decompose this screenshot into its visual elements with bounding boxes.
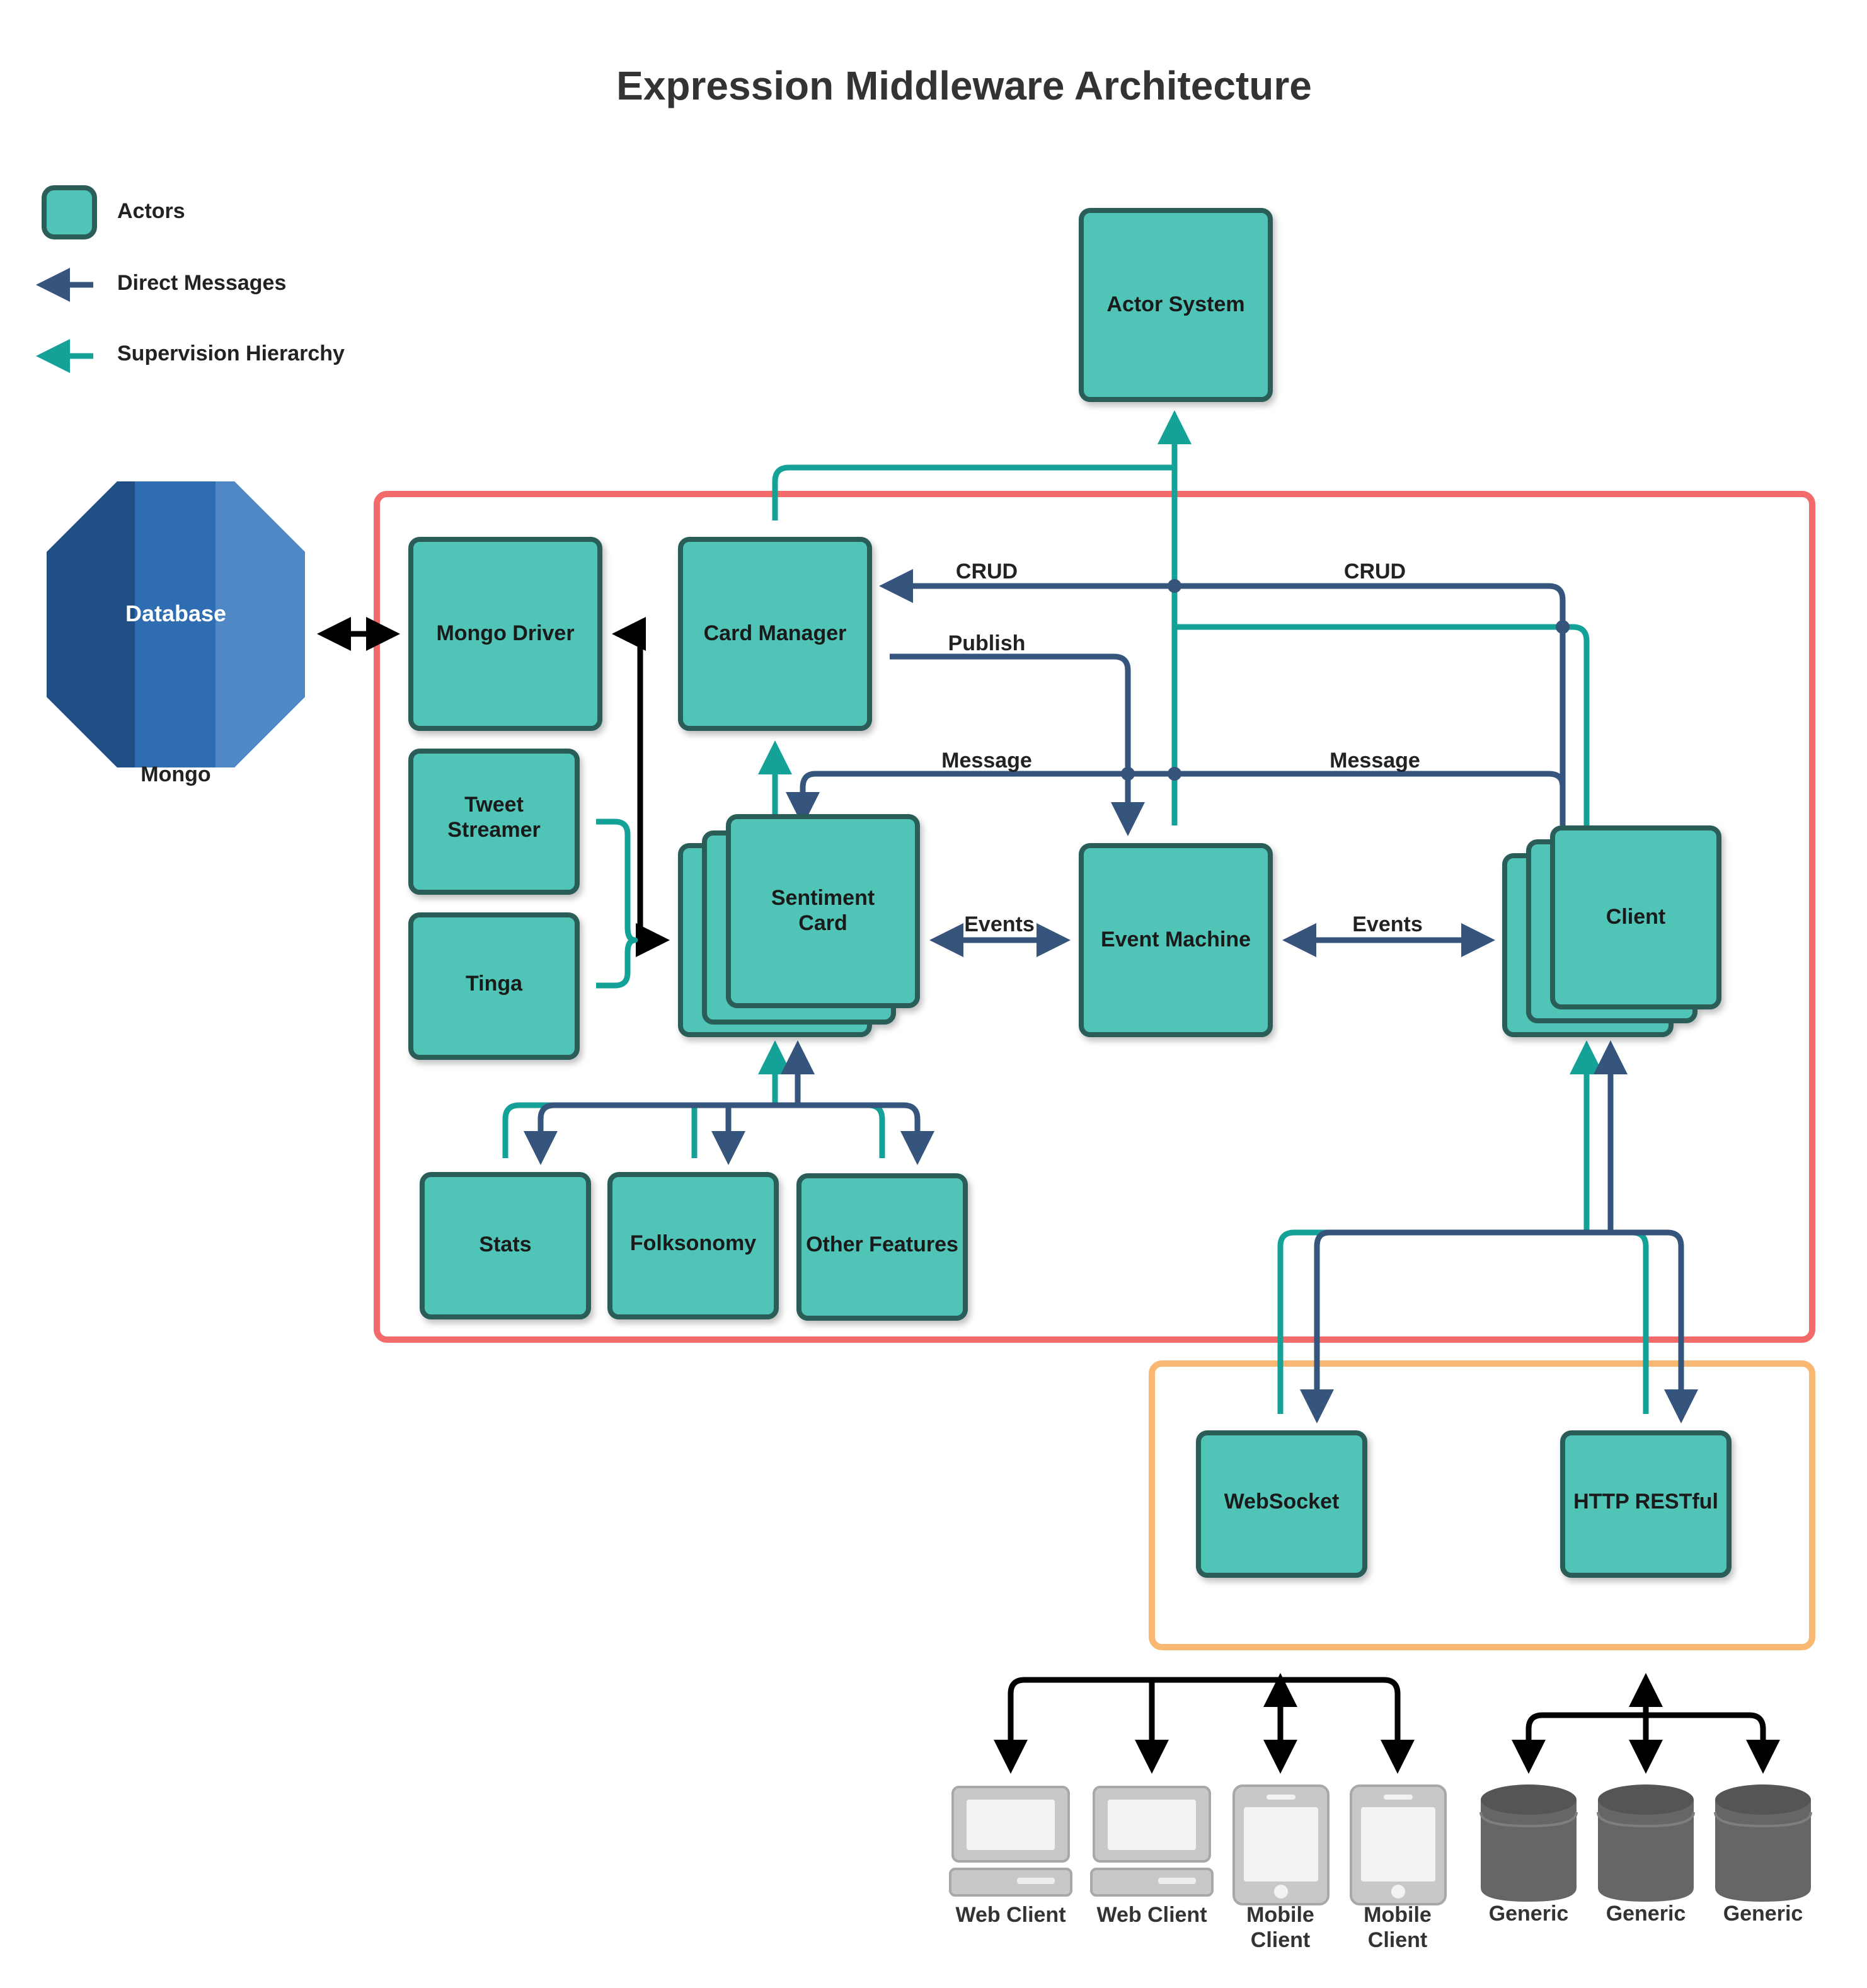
device-label: Web Client [955,1903,1066,1927]
event-machine-node[interactable] [1079,843,1273,1037]
middleware-boundary [374,491,1815,1343]
supervision-card-manager [772,464,1175,520]
legend: Actors Direct Messages Supervision Hiera… [36,185,345,373]
event-machine-label: Event Machine [1101,928,1251,951]
actor-system-node[interactable] [1079,208,1273,402]
crossing-dot [1168,767,1181,781]
stats-node[interactable] [420,1172,591,1319]
events-label-left: Events [964,912,1035,936]
websocket-node[interactable] [1196,1430,1367,1578]
feeder-brace [596,819,638,989]
crud-connector [879,569,1566,825]
device-label: Client [1251,1928,1310,1952]
sentiment-card-node[interactable] [726,814,920,1008]
legend-actor-swatch [42,185,97,239]
tinga-label: Tinga [466,972,523,996]
sentiment-card-label-line2: Card [798,911,847,935]
device-label: Web Client [1096,1903,1207,1927]
legend-actors-label: Actors [117,199,185,223]
storage-icon [1597,1784,1695,1902]
storage-icon [1479,1784,1578,1902]
crossing-dot [1121,767,1135,781]
driver-sentiment-connector [612,617,670,957]
device-label: Generic [1723,1902,1803,1926]
stats-label: Stats [479,1232,531,1256]
tinga-node[interactable] [408,912,580,1060]
supervision-client [1175,624,1590,825]
diagram-title: Expression Middleware Architecture [616,63,1312,108]
folksonomy-label: Folksonomy [630,1231,756,1255]
tweet-streamer-node[interactable] [408,749,580,895]
tweet-streamer-label-line1: Tweet [464,793,524,817]
publish-connector [890,653,1145,836]
websocket-label: WebSocket [1224,1490,1340,1514]
device-label: Client [1368,1928,1427,1952]
laptop-icon [949,1786,1072,1897]
sentiment-card-label-line1: Sentiment [771,886,875,910]
websocket-device-bus [1008,1677,1401,1768]
supervision-other-features [775,1102,885,1158]
other-features-label: Other Features [806,1232,958,1256]
crossing-dot [1168,579,1181,593]
crossing-dot [1556,620,1570,634]
database-label: Database [125,600,226,626]
http-restful-label: HTTP RESTful [1573,1490,1718,1514]
message-connector [786,771,1566,826]
supervision-stats [502,1102,775,1158]
tablet-icon [1350,1784,1447,1905]
message-websocket [1300,1229,1611,1423]
device-label: Mobile [1364,1903,1432,1927]
actor-system-label: Actor System [1106,292,1244,316]
device-label: Generic [1489,1902,1569,1926]
message-http [1611,1229,1698,1423]
publish-label: Publish [948,631,1026,655]
storage-icon [1714,1784,1812,1902]
message-label-left: Message [941,749,1032,773]
events-label-right: Events [1352,912,1423,936]
interface-boundary [1149,1360,1815,1650]
tweet-streamer-label-line2: Streamer [447,818,540,842]
message-stats [524,1102,798,1165]
legend-supervision-label: Supervision Hierarchy [117,342,345,365]
tablet-icon [1232,1784,1330,1905]
supervision-websocket [1277,1229,1587,1414]
card-manager-node[interactable] [678,537,872,731]
other-features-node[interactable] [796,1173,968,1321]
mongo-driver-label: Mongo Driver [436,621,574,645]
message-label-right: Message [1330,749,1420,773]
client-label: Client [1606,905,1665,929]
client-node[interactable] [1550,825,1721,1009]
folksonomy-node[interactable] [607,1172,779,1319]
http-restful-node[interactable] [1560,1430,1732,1578]
mongo-driver-node[interactable] [408,537,602,731]
legend-direct-messages-label: Direct Messages [117,271,286,295]
device-label: Generic [1606,1902,1686,1926]
database-caption: Mongo [141,762,210,786]
laptop-icon [1090,1786,1214,1897]
database-icon: Database [47,481,305,767]
http-device-bus [1525,1712,1766,1768]
message-other-features [798,1102,934,1165]
crud-label-right: CRUD [1344,560,1406,583]
supervision-http [1587,1229,1649,1414]
device-label: Mobile [1246,1903,1314,1927]
card-manager-label: Card Manager [704,621,847,645]
crud-label-left: CRUD [956,560,1018,583]
